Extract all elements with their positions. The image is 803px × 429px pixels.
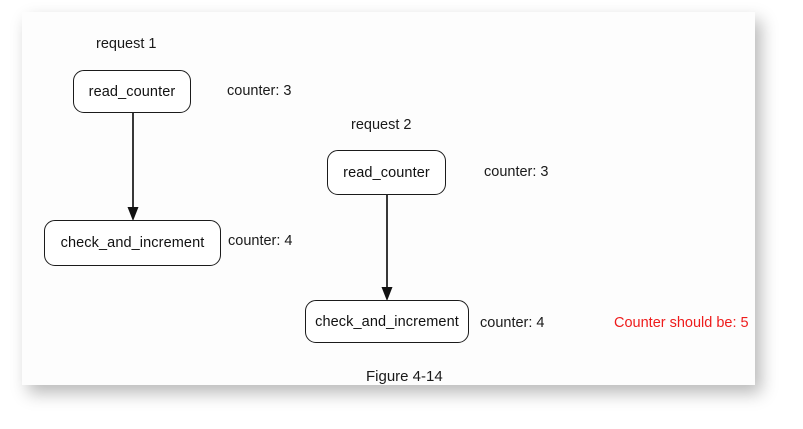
diagram-panel: request 1 read_counter counter: 3 check_… [22, 12, 755, 385]
request-2-read-counter-node[interactable]: read_counter [327, 150, 446, 195]
figure-caption: Figure 4-14 [366, 368, 443, 385]
request-1-flow-arrow [127, 112, 139, 221]
request-1-read-counter-node[interactable]: read_counter [73, 70, 191, 113]
request-2-read-counter-annotation: counter: 3 [484, 164, 549, 180]
request-2-check-and-increment-node[interactable]: check_and_increment [305, 300, 469, 343]
request-1-read-counter-annotation: counter: 3 [227, 83, 292, 99]
request-1-title: request 1 [96, 36, 157, 52]
request-2-flow-arrow [381, 194, 393, 301]
request-1-check-and-increment-node[interactable]: check_and_increment [44, 220, 221, 266]
counter-mismatch-warning: Counter should be: 5 [614, 315, 749, 331]
request-1-check-and-increment-annotation: counter: 4 [228, 233, 293, 249]
request-2-title: request 2 [351, 117, 412, 133]
request-2-check-and-increment-annotation: counter: 4 [480, 315, 545, 331]
